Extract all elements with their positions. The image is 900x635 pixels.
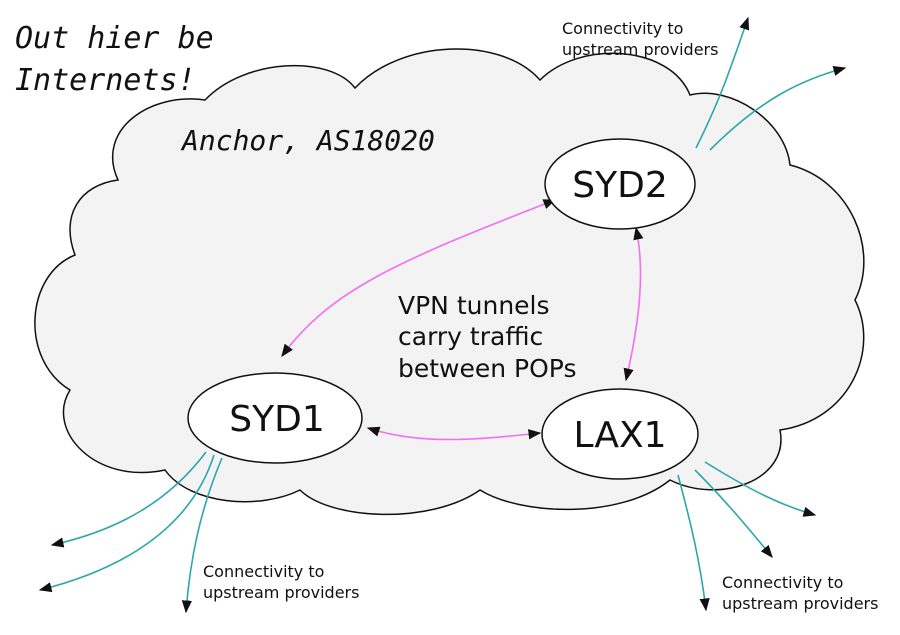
upstream-lax1-b bbox=[694, 469, 773, 558]
node-syd1-label: SYD1 bbox=[229, 399, 324, 440]
upstream-syd1-a bbox=[50, 451, 207, 548]
node-lax1-label: LAX1 bbox=[573, 415, 666, 456]
tunnel-syd1-lax1 bbox=[366, 426, 542, 441]
tunnel-syd1-syd2 bbox=[281, 199, 557, 358]
corner-note-line2: Internets! bbox=[15, 63, 196, 98]
cloud-shape bbox=[34, 48, 865, 516]
upstream-note-syd2-line1: Connectivity to bbox=[562, 19, 683, 38]
upstream-lax1-c bbox=[704, 461, 817, 517]
upstream-lax1-a bbox=[677, 474, 710, 612]
corner-note-line1: Out hier be bbox=[15, 21, 214, 56]
tunnels-note-line2: carry traffic bbox=[398, 322, 543, 351]
tunnels-note-line1: VPN tunnels bbox=[398, 291, 550, 320]
upstream-syd1-b bbox=[38, 454, 215, 593]
cloud-label: Anchor, AS18020 bbox=[180, 124, 435, 157]
tunnels-note-line3: between POPs bbox=[398, 354, 576, 383]
upstream-syd2-a bbox=[695, 16, 750, 149]
upstream-syd1-c bbox=[181, 457, 223, 614]
upstream-note-syd1-line2: upstream providers bbox=[203, 583, 359, 602]
upstream-note-lax1-line1: Connectivity to bbox=[722, 573, 843, 592]
node-syd2: SYD2 bbox=[544, 138, 696, 230]
upstream-note-syd1-line1: Connectivity to bbox=[203, 562, 324, 581]
tunnel-syd2-lax1 bbox=[623, 226, 644, 382]
upstream-note-lax1-line2: upstream providers bbox=[722, 594, 878, 613]
upstream-note-syd2-line2: upstream providers bbox=[562, 40, 718, 59]
node-lax1: LAX1 bbox=[541, 388, 699, 480]
upstream-syd2-b bbox=[709, 66, 847, 151]
node-syd2-label: SYD2 bbox=[572, 165, 667, 206]
node-syd1: SYD1 bbox=[187, 372, 363, 464]
